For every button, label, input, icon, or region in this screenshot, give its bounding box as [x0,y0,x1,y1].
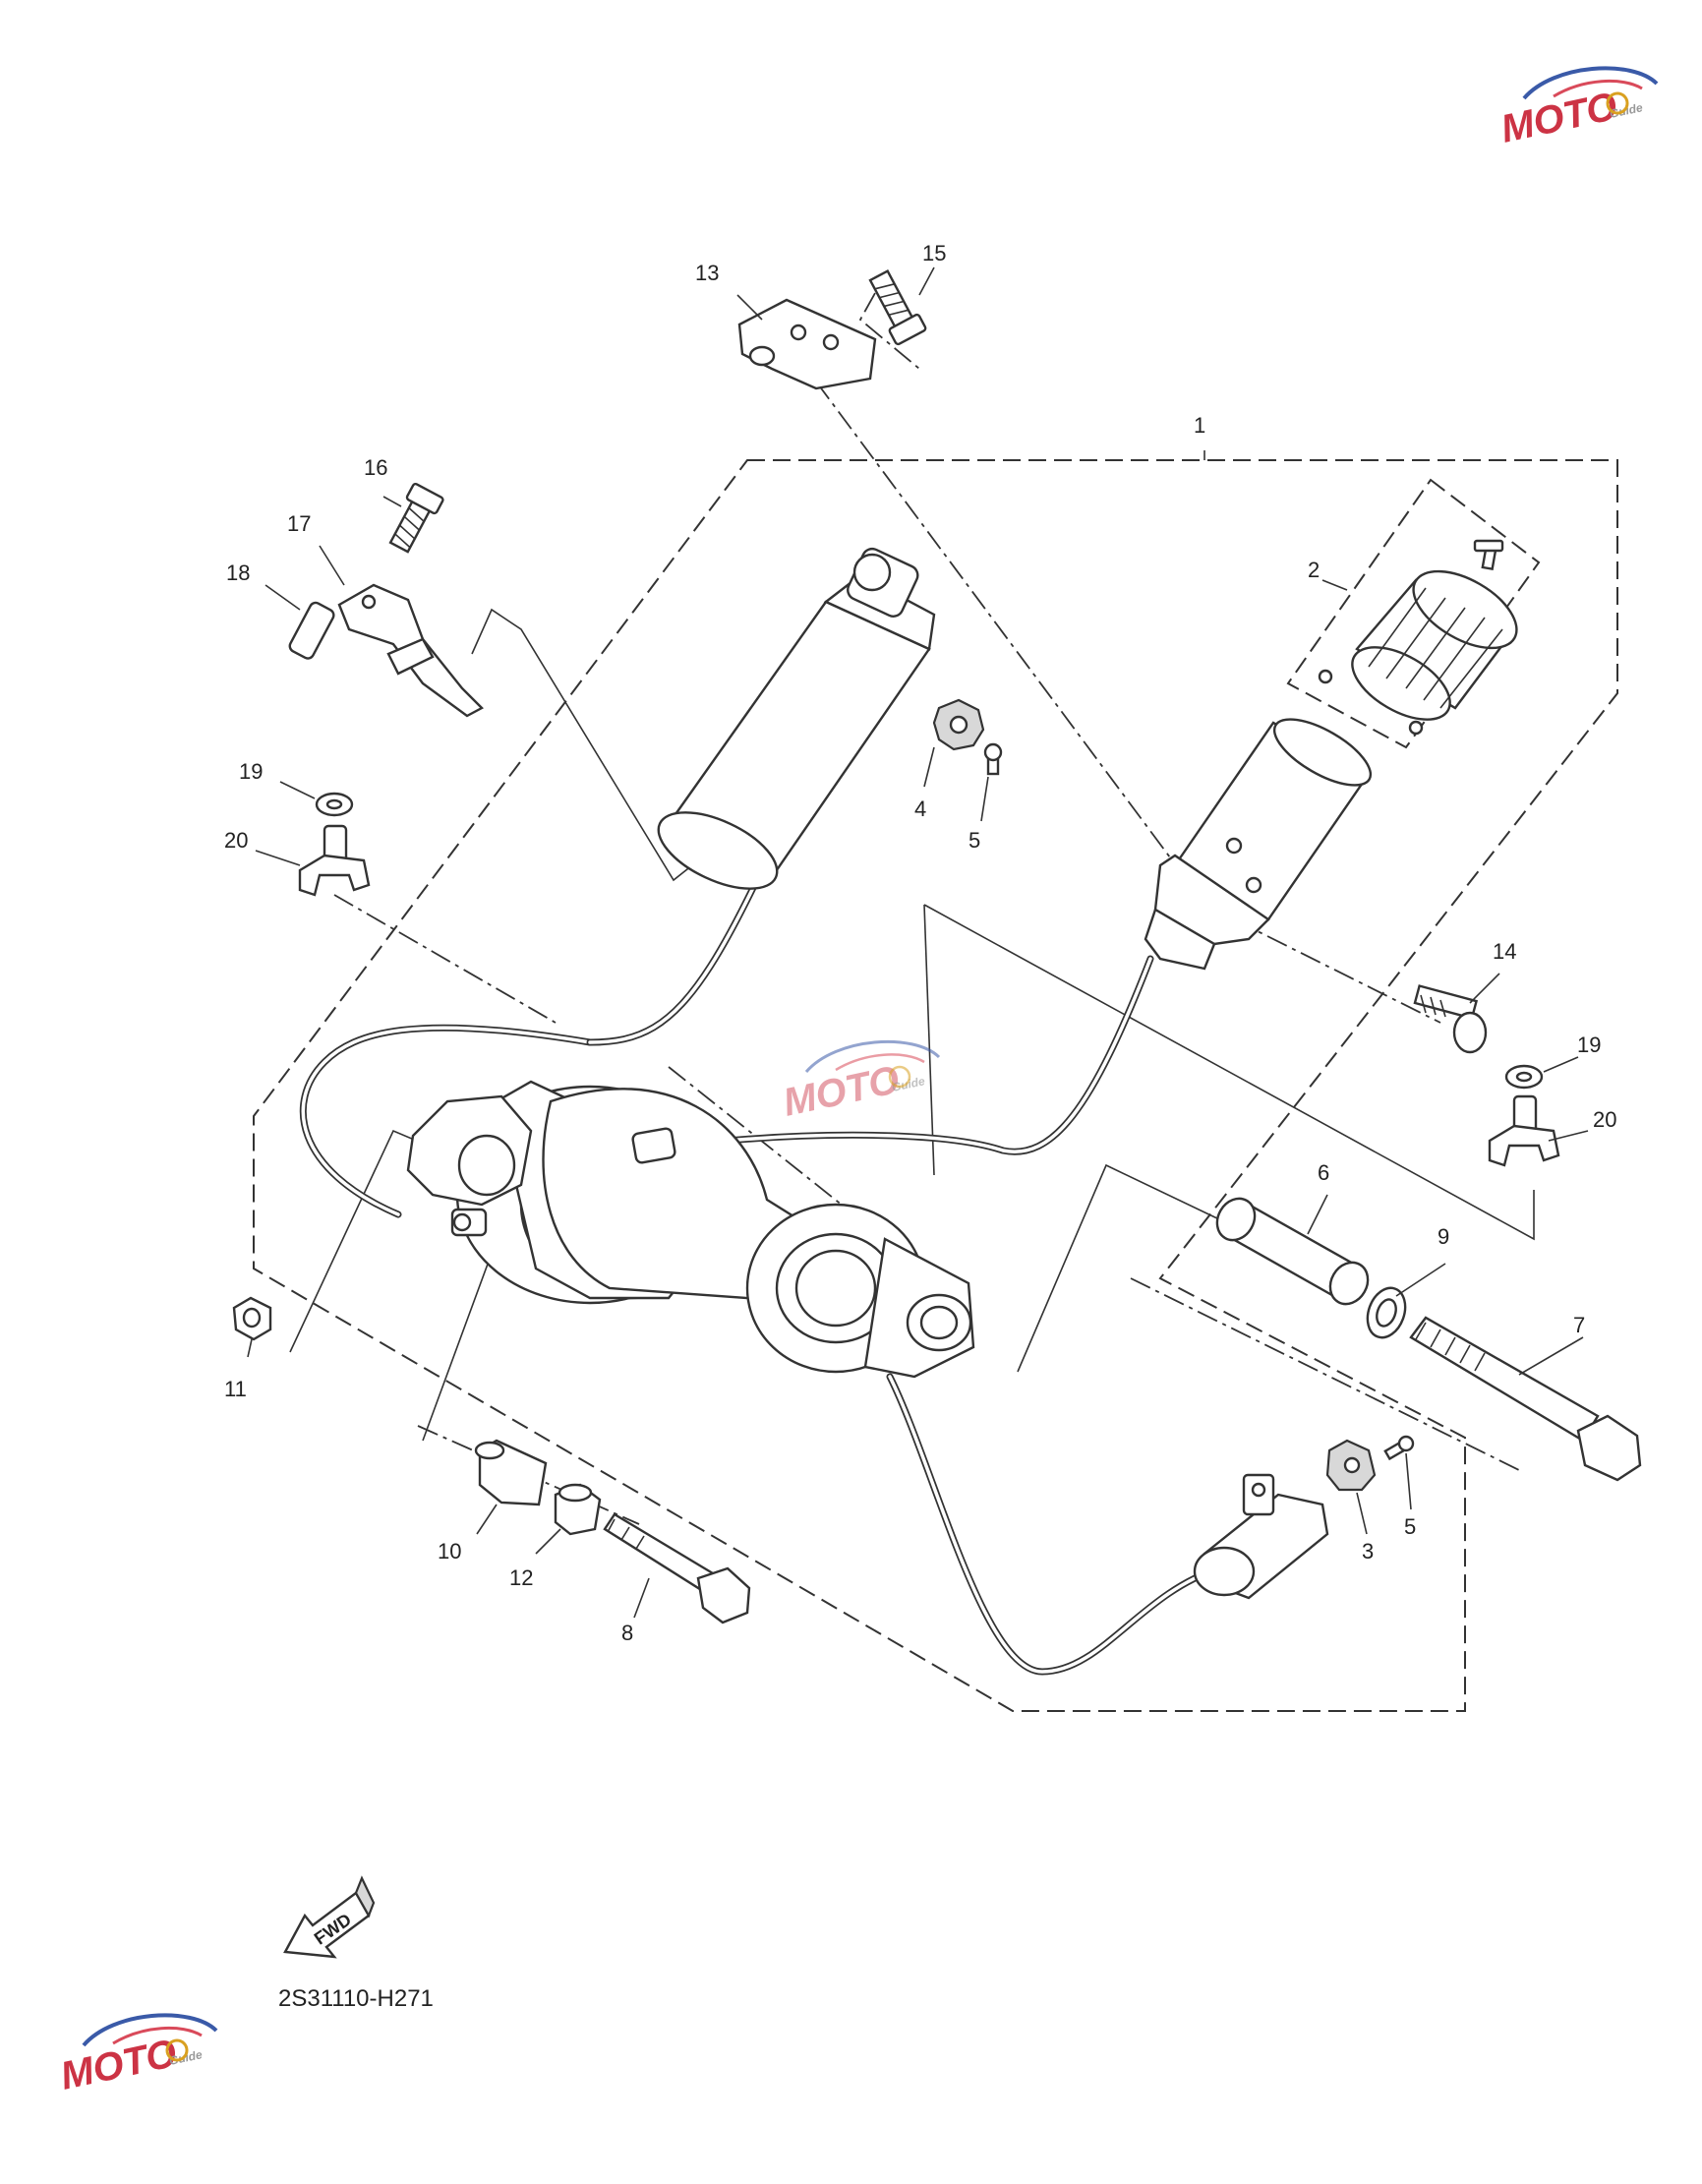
preload-adjuster-body [1144,718,1373,971]
callout-6: 6 [1318,1160,1329,1185]
hose-adjuster-lower [886,1373,1223,1676]
callout-10: 10 [438,1539,461,1564]
part-5-screw-lower [1383,1435,1415,1461]
callout-11: 11 [224,1377,247,1401]
callout-19-left: 19 [239,759,263,784]
shock-absorber-body [406,1080,975,1379]
reservoir-cylinder [657,547,936,890]
part-18-pin [288,601,335,660]
lower-adjuster-body [1193,1473,1329,1600]
callout-13: 13 [695,261,719,285]
centerline-15 [858,292,920,370]
callout-8: 8 [621,1621,633,1645]
callout-4: 4 [914,797,926,821]
svg-text:Guide: Guide [168,2047,204,2068]
part-7-long-bolt [1409,1316,1642,1482]
callout-5-lower: 5 [1404,1514,1416,1539]
part-9-washer [1366,1286,1407,1339]
part-10-collar [474,1439,548,1506]
callout-5-upper: 5 [968,828,980,853]
part-16-bolt [388,482,444,554]
bracket-line-mid [923,904,935,1176]
part-11-nut [232,1296,272,1341]
callout-15: 15 [922,241,946,266]
callout-20-right: 20 [1593,1107,1616,1132]
callout-16: 16 [364,455,387,480]
callout-17: 17 [287,511,311,536]
centerline-14 [1233,918,1441,1024]
part-4-knob [932,698,985,751]
part-20-clip-right [1488,1094,1560,1167]
part-19-washer-right [1504,1064,1544,1090]
part-3-knob [1325,1439,1377,1492]
watermark-center: MOTO Guide [780,1039,941,1125]
callout-18: 18 [226,561,250,585]
fwd-arrow-icon: FWD [283,1875,376,1959]
part-13-upper-bracket [737,298,877,390]
callout-12: 12 [509,1565,533,1590]
part-14-bolt [1413,984,1488,1054]
watermark-top-right: MOTO Guide [1497,66,1659,151]
part-6-collar [1215,1197,1370,1306]
assembly-2-boundary [1286,478,1541,749]
centerline-20a [333,894,557,1024]
bracket-line-6 [1017,1163,1220,1373]
assembly-1-boundary [253,459,1618,1712]
hose-upper [299,1024,594,1218]
centerline-13 [815,381,1171,858]
callout-9: 9 [1438,1224,1449,1249]
callout-2: 2 [1308,558,1320,582]
part-2-ball-right [1408,720,1424,736]
part-2-adjuster-knob [1351,569,1518,721]
callout-19-right: 19 [1577,1033,1601,1057]
part-2-screw-top [1473,539,1504,571]
bracket-line-20b [923,904,1535,1241]
svg-text:Guide: Guide [891,1074,926,1094]
part-17-clamp-bracket [337,583,484,718]
centerline-bolt [1130,1277,1520,1471]
callout-1: 1 [1194,413,1205,438]
callout-7: 7 [1573,1313,1585,1337]
callout-3: 3 [1362,1539,1374,1564]
callout-14: 14 [1493,939,1516,964]
svg-text:Guide: Guide [1609,100,1644,121]
part-12-bushing [554,1483,602,1536]
callout-20-left: 20 [224,828,248,853]
part-15-bolt [868,268,927,346]
part-5-screw-upper [983,742,1003,776]
hose-adjuster-upper [675,955,1154,1155]
callout-labels: 1 2 3 4 5 5 6 7 8 9 10 11 12 13 14 15 16… [224,241,1616,1645]
watermark-bottom-left: MOTO Guide [57,2013,218,2098]
part-20-clip-left [298,824,371,897]
part-8-bolt [603,1512,751,1624]
callout-leaders [247,266,1589,1619]
diagram-code: 2S31110-H271 [278,1985,434,2012]
part-19-washer-left [315,792,354,817]
part-2-ball-left [1318,669,1333,684]
